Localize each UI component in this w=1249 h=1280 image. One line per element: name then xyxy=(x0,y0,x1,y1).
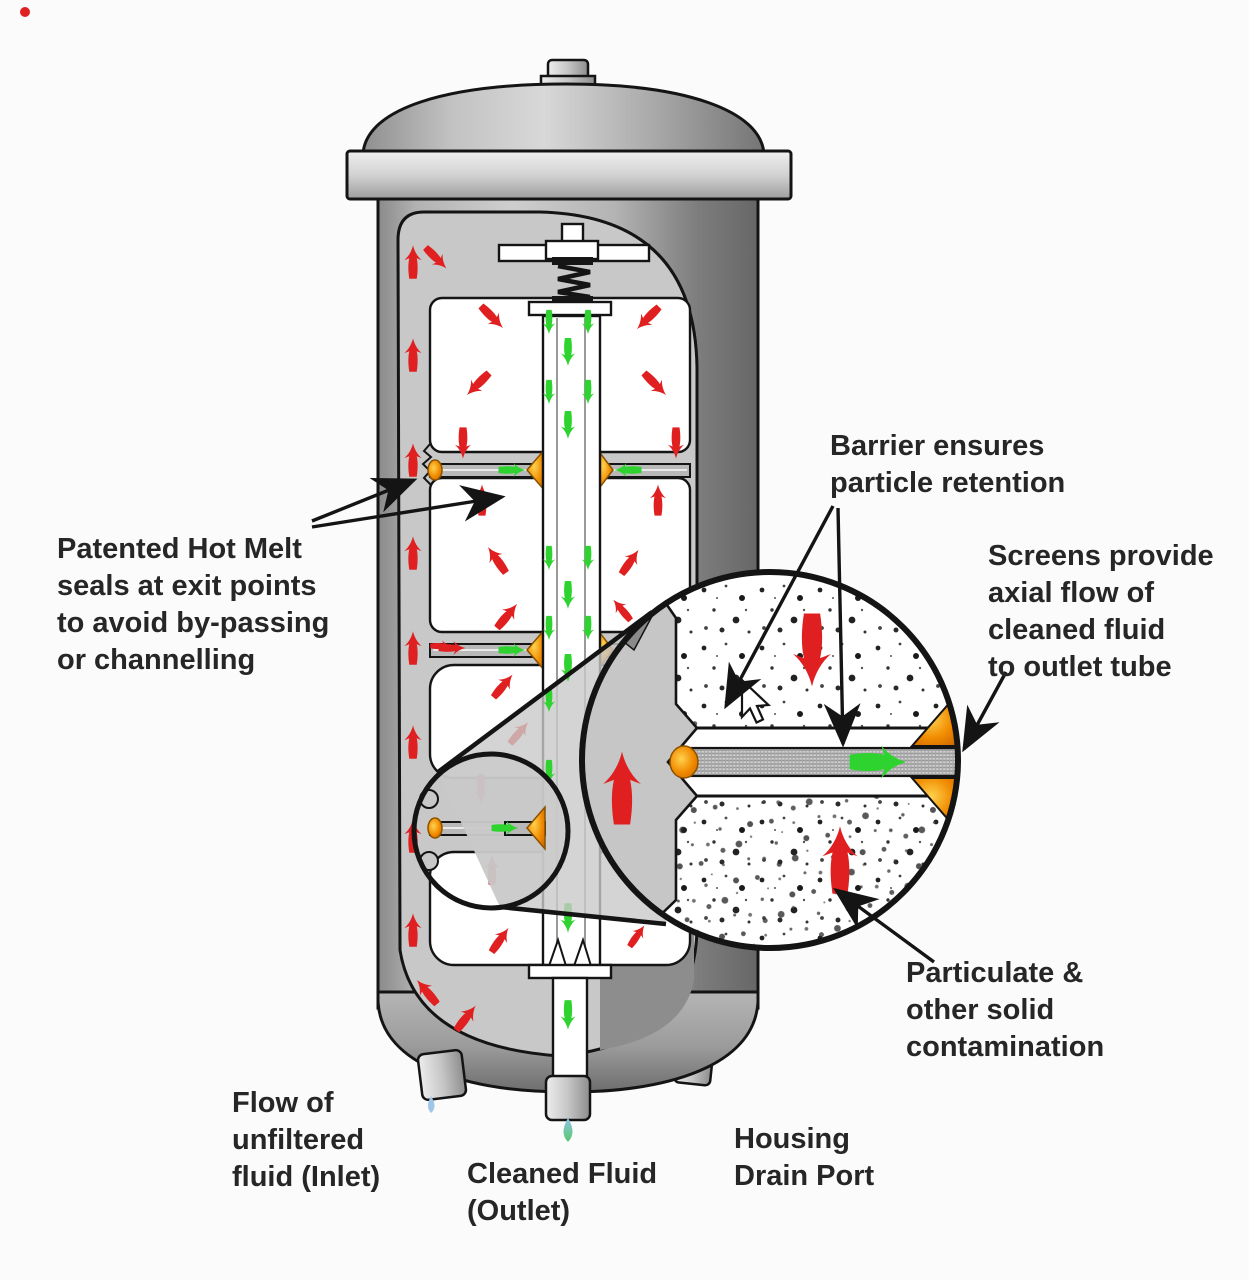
label-particulate: Particulate & other solid contamination xyxy=(906,957,1104,1063)
dome-lid xyxy=(361,82,766,162)
detail-source-circle xyxy=(411,751,571,911)
magnifier-circle-outline xyxy=(579,569,961,951)
cone-tangent-lines xyxy=(436,610,667,927)
label-inlet: Flow of unfiltered fluid (Inlet) xyxy=(232,1087,380,1193)
outlet-tube-lower xyxy=(551,976,589,1084)
annotation-lines xyxy=(311,478,1008,964)
label-outlet: Cleaned Fluid (Outlet) xyxy=(467,1158,665,1227)
label-hot-melt-seals: Patented Hot Melt seals at exit points t… xyxy=(57,533,337,676)
label-barrier: Barrier ensures particle retention xyxy=(830,430,1065,499)
label-drain: Housing Drain Port xyxy=(734,1123,875,1192)
stray-mark xyxy=(20,7,30,17)
inlet-port xyxy=(416,1048,468,1102)
magnified-seal-tip xyxy=(669,745,699,779)
bottom-ports xyxy=(416,976,592,1142)
outlet-port xyxy=(544,1074,592,1122)
labels: Patented Hot Melt seals at exit points t… xyxy=(57,430,1222,1227)
inlet-drip xyxy=(428,1096,435,1113)
label-screens: Screens provide axial flow of cleaned fl… xyxy=(988,540,1222,683)
lid-flange xyxy=(345,149,793,201)
lid-knob xyxy=(539,58,597,88)
outlet-drip xyxy=(563,1118,573,1142)
detail-circle-highlights xyxy=(491,653,576,852)
magnified-screen xyxy=(664,697,956,827)
